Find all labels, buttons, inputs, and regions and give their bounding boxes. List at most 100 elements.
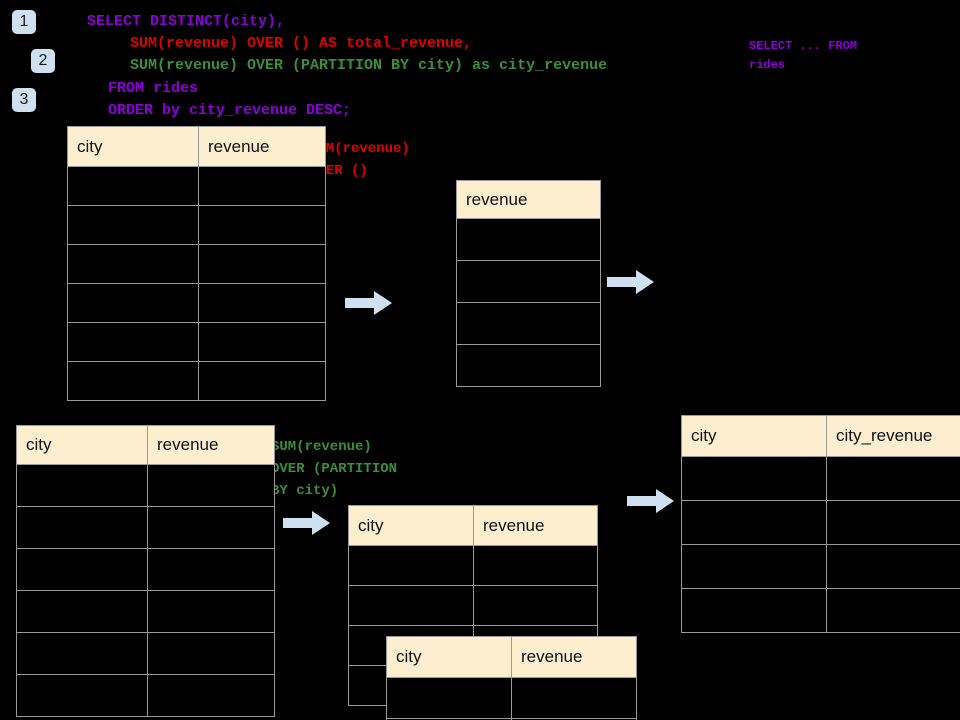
table-row	[681, 500, 960, 545]
table-cell	[67, 205, 199, 245]
column-header: city	[681, 415, 827, 457]
table-row	[16, 464, 275, 507]
column-header: revenue	[511, 636, 637, 678]
table-cell	[198, 322, 326, 362]
table-row	[16, 506, 275, 549]
table-header-row: revenue	[456, 180, 601, 219]
table-row	[681, 588, 960, 633]
arrow-source-to-total	[345, 289, 393, 317]
total-revenue-table: revenue	[456, 180, 601, 387]
table-cell	[16, 506, 148, 549]
table-row	[386, 677, 637, 719]
table-cell	[67, 166, 199, 206]
table-row	[67, 244, 326, 284]
annotation-select-from-rides: SELECT ... FROM rides	[749, 39, 858, 72]
table-row	[386, 718, 637, 720]
column-header: city	[16, 425, 148, 465]
table-cell	[198, 361, 326, 401]
table-cell	[147, 548, 275, 591]
table-cell	[198, 283, 326, 323]
table-cell	[456, 302, 601, 345]
arrow-partition-to-result	[627, 487, 675, 515]
table-cell	[198, 205, 326, 245]
table-cell	[147, 674, 275, 717]
table-cell	[147, 590, 275, 633]
column-header: revenue	[456, 180, 601, 219]
table-row	[348, 545, 598, 586]
table-row	[456, 260, 601, 303]
table-cell	[456, 260, 601, 303]
table-row	[67, 283, 326, 323]
sql-line-5: ORDER by city_revenue DESC;	[108, 102, 352, 119]
table-row	[456, 218, 601, 261]
column-header: city	[348, 505, 474, 546]
table-cell	[16, 590, 148, 633]
table-row	[67, 361, 326, 401]
table-cell	[681, 500, 827, 545]
step-badge-2[interactable]: 2	[31, 49, 55, 73]
table-cell	[511, 718, 637, 720]
table-cell	[348, 545, 474, 586]
sql-line-2: SUM(revenue) OVER () AS total_revenue,	[130, 35, 473, 52]
table-cell	[348, 585, 474, 626]
table-row	[456, 344, 601, 387]
table-cell	[473, 585, 598, 626]
table-row	[16, 548, 275, 591]
column-header: revenue	[198, 126, 326, 167]
table-row	[16, 590, 275, 633]
table-cell	[67, 283, 199, 323]
column-header: city	[67, 126, 199, 167]
table-row	[16, 632, 275, 675]
step-badge-3[interactable]: 3	[12, 88, 36, 112]
table-cell	[16, 548, 148, 591]
table-cell	[67, 244, 199, 284]
table-cell	[16, 464, 148, 507]
arrow-source-to-partition	[283, 509, 331, 537]
arrow-right-icon	[607, 270, 654, 294]
column-header: revenue	[147, 425, 275, 465]
arrow-right-icon	[627, 489, 674, 513]
table-cell	[826, 500, 960, 545]
table-row	[67, 166, 326, 206]
table-cell	[681, 544, 827, 589]
table-cell	[67, 322, 199, 362]
table-cell	[826, 544, 960, 589]
table-cell	[16, 632, 148, 675]
annotation-sum-over-partition: SUM(revenue) OVER (PARTITION BY city)	[271, 439, 398, 499]
table-cell	[456, 218, 601, 261]
table-row	[456, 302, 601, 345]
arrow-right-icon	[283, 511, 330, 535]
table-cell	[147, 506, 275, 549]
column-header: city_revenue	[826, 415, 960, 457]
table-cell	[147, 464, 275, 507]
table-cell	[681, 588, 827, 633]
table-row	[67, 322, 326, 362]
table-row	[16, 674, 275, 717]
table-cell	[16, 674, 148, 717]
table-cell	[67, 361, 199, 401]
arrow-total-to-result	[607, 268, 655, 296]
sql-line-3: SUM(revenue) OVER (PARTITION BY city) as…	[130, 57, 608, 74]
sql-line-4: FROM rides	[108, 80, 199, 97]
table-cell	[198, 244, 326, 284]
table-cell	[826, 456, 960, 501]
table-row	[67, 205, 326, 245]
arrow-right-icon	[345, 291, 392, 315]
step-badge-1[interactable]: 1	[12, 10, 36, 34]
sql-line-1: SELECT DISTINCT(city),	[87, 13, 286, 30]
table-row	[348, 585, 598, 626]
table-cell	[456, 344, 601, 387]
table-cell	[473, 545, 598, 586]
table-cell	[511, 677, 637, 719]
table-cell	[681, 456, 827, 501]
